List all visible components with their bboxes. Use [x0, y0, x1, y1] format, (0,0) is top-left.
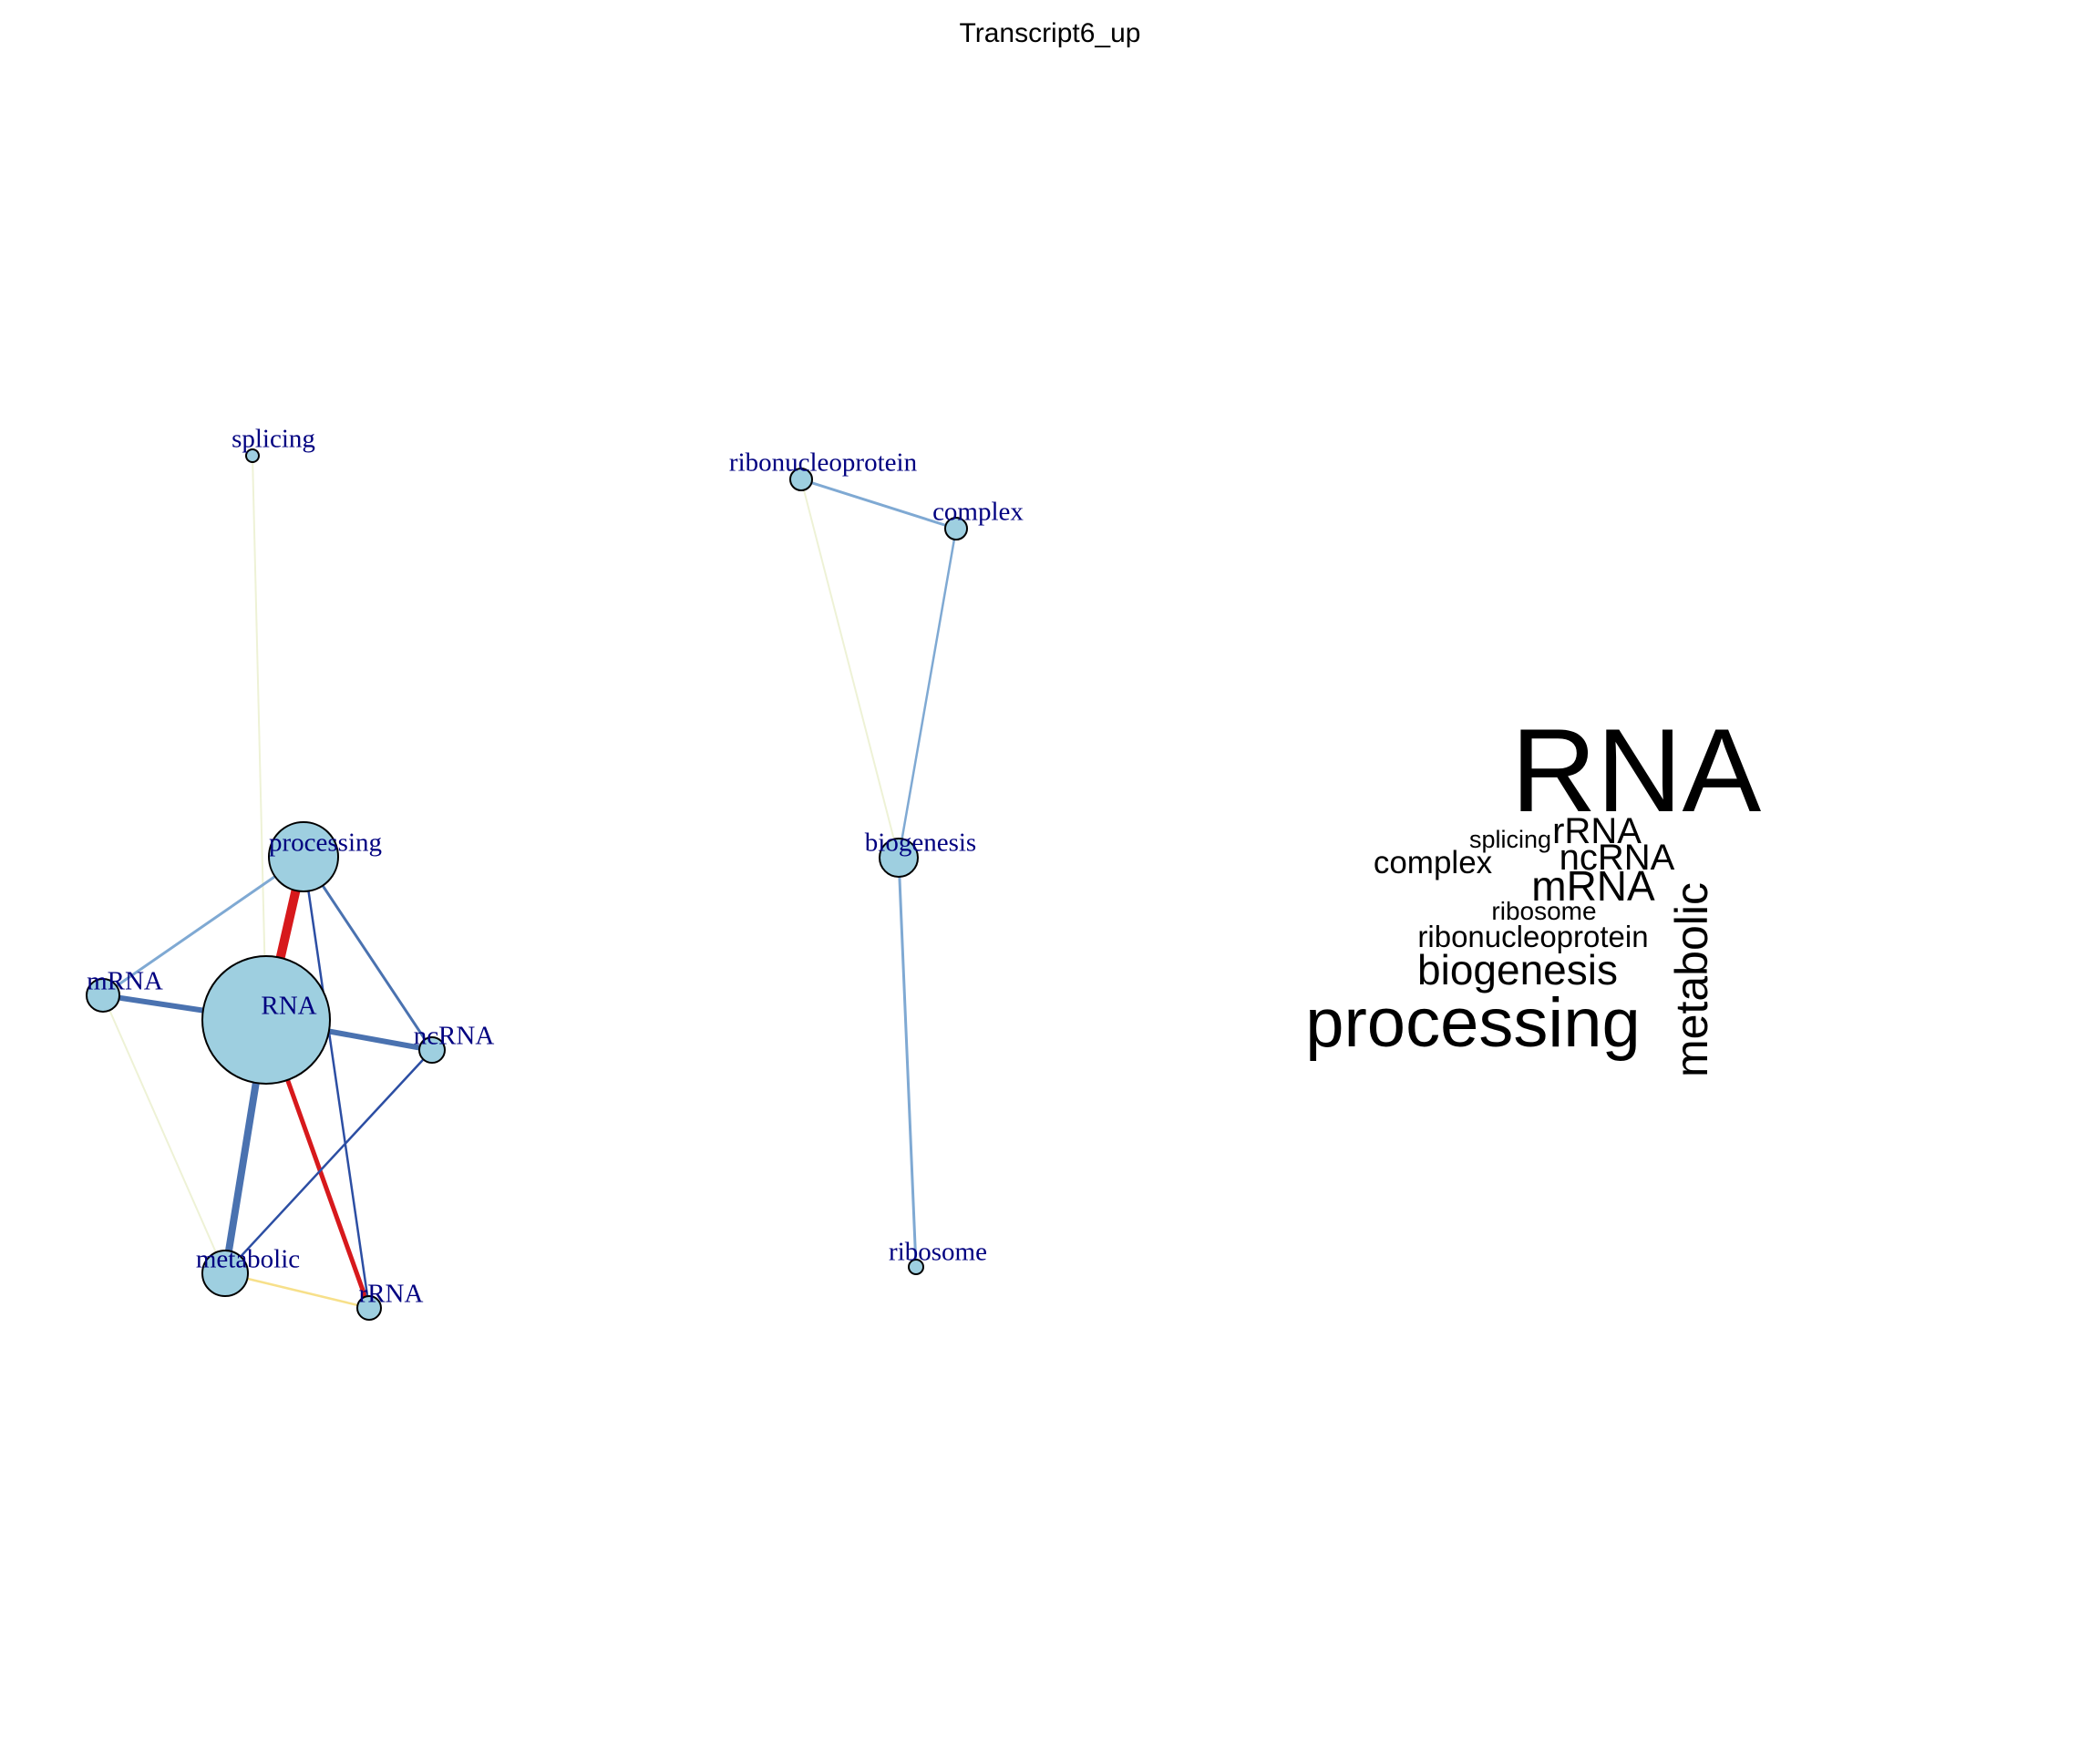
- node-label-splicing: splicing: [232, 425, 315, 454]
- edge-biogenesis-ribosome: [897, 856, 918, 1269]
- node-label-complex: complex: [932, 498, 1024, 527]
- node-label-rna: RNA: [261, 992, 316, 1021]
- node-rna: [201, 955, 331, 1085]
- cloud-word-processing: processing: [1305, 984, 1641, 1062]
- cloud-word-complex: complex: [1374, 845, 1493, 880]
- node-ribonucleoprotein: [789, 468, 813, 491]
- network-edges: [100, 455, 958, 1311]
- node-ncrna: [418, 1036, 446, 1064]
- cloud-word-ncrna: ncRNA: [1560, 838, 1675, 878]
- edge-ribonucleoprotein-complex: [799, 478, 958, 530]
- edge-processing-rrna: [302, 855, 371, 1310]
- cloud-word-biogenesis: biogenesis: [1417, 946, 1618, 993]
- edge-processing-mrna: [101, 855, 305, 997]
- edge-processing-ncrna: [302, 855, 434, 1052]
- node-complex: [944, 517, 968, 540]
- node-label-ribosome: ribosome: [889, 1238, 987, 1267]
- cloud-word-ribosome: ribosome: [1491, 897, 1596, 925]
- node-label-ncrna: ncRNA: [414, 1022, 495, 1051]
- figure-title: Transcript6_up: [959, 18, 1141, 48]
- cloud-word-ribonucleoprotein: ribonucleoprotein: [1417, 920, 1648, 953]
- cloud-word-splicing: splicing: [1469, 826, 1551, 853]
- cloud-word-rrna: rRNA: [1552, 811, 1642, 851]
- node-label-rrna: rRNA: [359, 1280, 424, 1309]
- node-processing: [268, 821, 339, 892]
- edge-mrna-metabolic: [102, 994, 226, 1274]
- node-label-metabolic: metabolic: [196, 1245, 300, 1274]
- node-metabolic: [201, 1250, 249, 1297]
- node-label-processing: processing: [269, 829, 382, 858]
- edge-splicing-rna: [252, 455, 267, 1021]
- node-mrna: [86, 978, 120, 1013]
- node-splicing: [245, 448, 260, 463]
- node-biogenesis: [879, 838, 919, 878]
- cloud-word-metabolic: metabolic: [1666, 882, 1717, 1077]
- node-label-biogenesis: biogenesis: [865, 829, 976, 858]
- edge-complex-biogenesis: [897, 527, 958, 860]
- cloud-word-mrna: mRNA: [1531, 862, 1655, 910]
- edge-ribonucleoprotein-biogenesis: [800, 479, 900, 859]
- node-label-ribonucleoprotein: ribonucleoprotein: [729, 448, 918, 478]
- edge-metabolic-rrna: [223, 1271, 371, 1310]
- node-label-mrna: mRNA: [87, 967, 163, 996]
- cloud-word-rna: RNA: [1511, 704, 1762, 837]
- node-ribosome: [908, 1259, 924, 1275]
- edge-ncrna-metabolic: [223, 1048, 434, 1275]
- network-nodes: [86, 448, 968, 1321]
- node-rrna: [356, 1295, 382, 1321]
